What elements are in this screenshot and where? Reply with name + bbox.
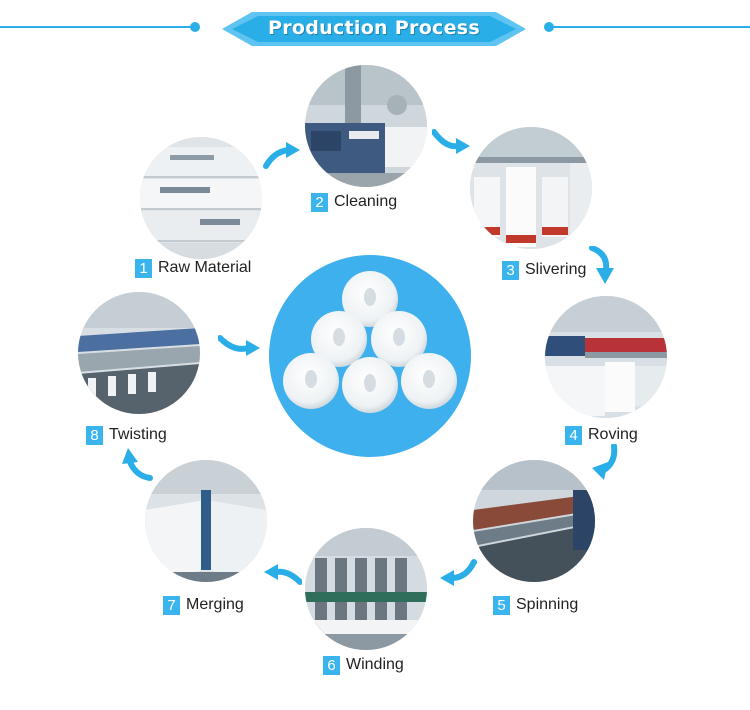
roving-frame-photo [545, 296, 667, 418]
step-7-name: Merging [186, 596, 244, 613]
winding-machine-photo [305, 528, 427, 650]
step-1-name: Raw Material [158, 259, 252, 276]
step-3-number: 3 [502, 260, 519, 280]
step-4-name: Roving [588, 426, 638, 443]
step-2-number: 2 [311, 192, 328, 212]
yarn-cones-icon [283, 271, 457, 413]
step-5-label: 5 Spinning [493, 594, 578, 616]
step-8-label: 8 Twisting [86, 424, 167, 446]
merging-machine-photo [145, 460, 267, 582]
cleaning-machine-photo [305, 65, 427, 187]
center-product-circle [269, 255, 471, 457]
banner-shape [222, 12, 526, 46]
step-4-number: 4 [565, 425, 582, 445]
step-7-photo [145, 460, 267, 582]
step-1-label: 1 Raw Material [135, 257, 251, 279]
spinning-frame-photo [473, 460, 595, 582]
header-line-right [552, 26, 750, 28]
step-7-label: 7 Merging [163, 594, 244, 616]
arrow-8-to-center-icon [218, 335, 260, 356]
arrow-7-to-8-icon [122, 448, 153, 481]
page-title: Production Process [267, 17, 481, 39]
step-1-photo [140, 137, 262, 259]
arrow-2-to-3-icon [432, 129, 470, 154]
step-5-photo [473, 460, 595, 582]
arrow-1-to-2-icon [263, 142, 300, 169]
arrow-3-to-4-icon [589, 246, 614, 284]
header-dot-right [544, 22, 554, 32]
step-6-label: 6 Winding [323, 654, 404, 676]
step-4-label: 4 Roving [565, 424, 638, 446]
twisting-frame-photo [78, 292, 200, 414]
step-8-name: Twisting [109, 426, 167, 443]
step-3-label: 3 Slivering [502, 259, 586, 281]
sliver-cans-photo [470, 127, 592, 249]
arrow-4-to-5-icon [592, 444, 618, 480]
step-2-photo [305, 65, 427, 187]
step-1-number: 1 [135, 258, 152, 278]
step-5-number: 5 [493, 595, 510, 615]
arrow-5-to-6-icon [440, 559, 477, 586]
step-6-name: Winding [346, 656, 404, 673]
step-3-photo [470, 127, 592, 249]
step-3-name: Slivering [525, 261, 587, 278]
step-4-photo [545, 296, 667, 418]
step-8-number: 8 [86, 425, 103, 445]
step-2-name: Cleaning [334, 193, 398, 210]
header-line-left [0, 26, 196, 28]
step-6-photo [305, 528, 427, 650]
header-dot-left [190, 22, 200, 32]
cotton-bales-photo [140, 137, 262, 259]
step-6-number: 6 [323, 655, 340, 675]
title-banner: Production Process [222, 10, 526, 48]
arrow-6-to-7-icon [264, 564, 302, 585]
step-8-photo [78, 292, 200, 414]
step-7-number: 7 [163, 595, 180, 615]
step-5-name: Spinning [516, 596, 579, 613]
step-2-label: 2 Cleaning [311, 191, 397, 213]
